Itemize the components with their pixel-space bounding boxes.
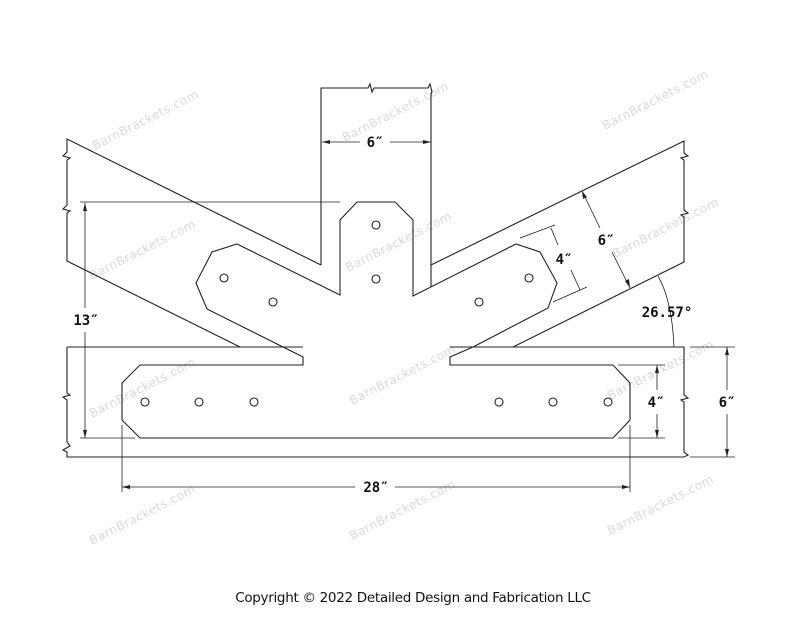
post <box>320 82 433 287</box>
dim-arm-width: 4″ <box>556 252 573 268</box>
dim-overall-length: 28″ <box>363 480 388 496</box>
dim-beam-depth: 6″ <box>719 395 736 411</box>
dimension-lines <box>80 140 735 492</box>
bolt-hole <box>474 297 484 307</box>
right-brace <box>430 140 690 348</box>
bolt-hole <box>140 397 150 407</box>
dim-post-width: 6″ <box>367 135 384 151</box>
bolt-hole <box>194 397 204 407</box>
bottom-beam <box>61 346 690 458</box>
dim-brace-angle: 26.57° <box>642 305 693 321</box>
watermark: BarnBrackets.com <box>347 342 458 408</box>
dim-brace-depth: 6″ <box>598 233 615 249</box>
bolt-hole <box>268 297 278 307</box>
bolt-hole <box>524 273 534 283</box>
copyright-notice: Copyright © 2022 Detailed Design and Fab… <box>235 590 591 606</box>
bolt-hole <box>494 397 504 407</box>
bolt-holes <box>140 220 613 407</box>
bracket-plate <box>121 201 631 439</box>
bolt-hole <box>371 274 381 284</box>
watermark: BarnBrackets.com <box>87 482 198 548</box>
watermark: BarnBrackets.com <box>90 87 201 153</box>
watermark: BarnBrackets.com <box>610 195 721 261</box>
watermark: BarnBrackets.com <box>87 217 198 283</box>
timbers <box>61 82 690 458</box>
bolt-hole <box>219 273 229 283</box>
watermark: BarnBrackets.com <box>605 472 716 538</box>
watermarks: BarnBrackets.com BarnBrackets.com BarnBr… <box>87 67 721 548</box>
watermark: BarnBrackets.com <box>343 209 454 275</box>
watermark: BarnBrackets.com <box>340 79 451 145</box>
dim-bottom-plate-height: 4″ <box>648 395 665 411</box>
watermark: BarnBrackets.com <box>600 67 711 133</box>
bolt-hole <box>371 220 381 230</box>
bolt-hole <box>249 397 259 407</box>
left-brace <box>61 138 322 348</box>
dim-overall-height: 13″ <box>73 313 98 329</box>
bolt-hole <box>603 397 613 407</box>
bolt-hole <box>548 397 558 407</box>
